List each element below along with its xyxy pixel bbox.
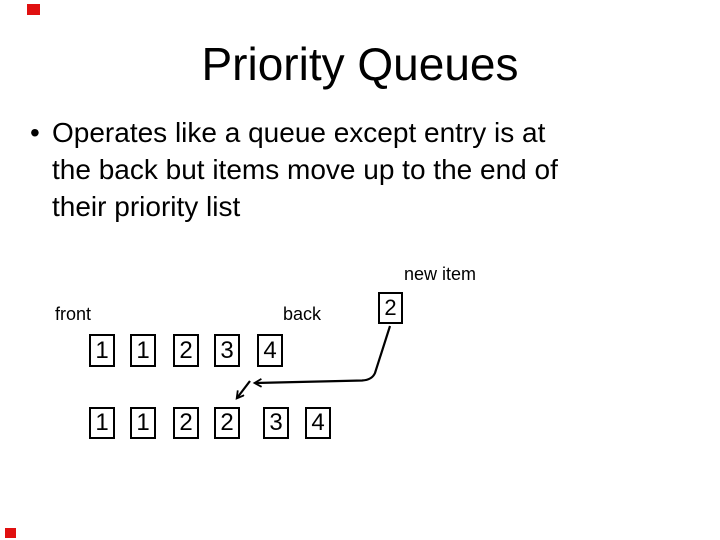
bullet-marker: • bbox=[30, 117, 40, 148]
queue-cell: 1 bbox=[89, 334, 115, 367]
queue-cell: 1 bbox=[130, 334, 156, 367]
bullet-line: Operates like a queue except entry is at bbox=[52, 117, 546, 148]
queue-cell: 4 bbox=[257, 334, 283, 367]
corner-mark-top-left bbox=[27, 4, 40, 15]
arrow-segment-short bbox=[237, 380, 251, 398]
bullet-line: the back but items move up to the end of bbox=[52, 154, 558, 185]
queue-cell: 1 bbox=[130, 407, 156, 439]
front-label: front bbox=[55, 304, 92, 324]
new-item-label: new item bbox=[404, 264, 477, 284]
queue-cell: 2 bbox=[214, 407, 240, 439]
queue-cell: 1 bbox=[89, 407, 115, 439]
queue-cell: 2 bbox=[173, 407, 199, 439]
bullet-paragraph: Operates like a queue except entry is at… bbox=[52, 114, 558, 225]
new-item-value-box: 2 bbox=[378, 292, 403, 324]
slide-title: Priority Queues bbox=[201, 38, 519, 90]
back-label: back bbox=[283, 304, 322, 324]
queue-cell: 2 bbox=[173, 334, 199, 367]
bullet-line: their priority list bbox=[52, 191, 241, 222]
queue-cell: 3 bbox=[214, 334, 240, 367]
queue-cell: 4 bbox=[305, 407, 331, 439]
corner-mark-bottom-left bbox=[5, 528, 16, 538]
queue-cell: 3 bbox=[263, 407, 289, 439]
